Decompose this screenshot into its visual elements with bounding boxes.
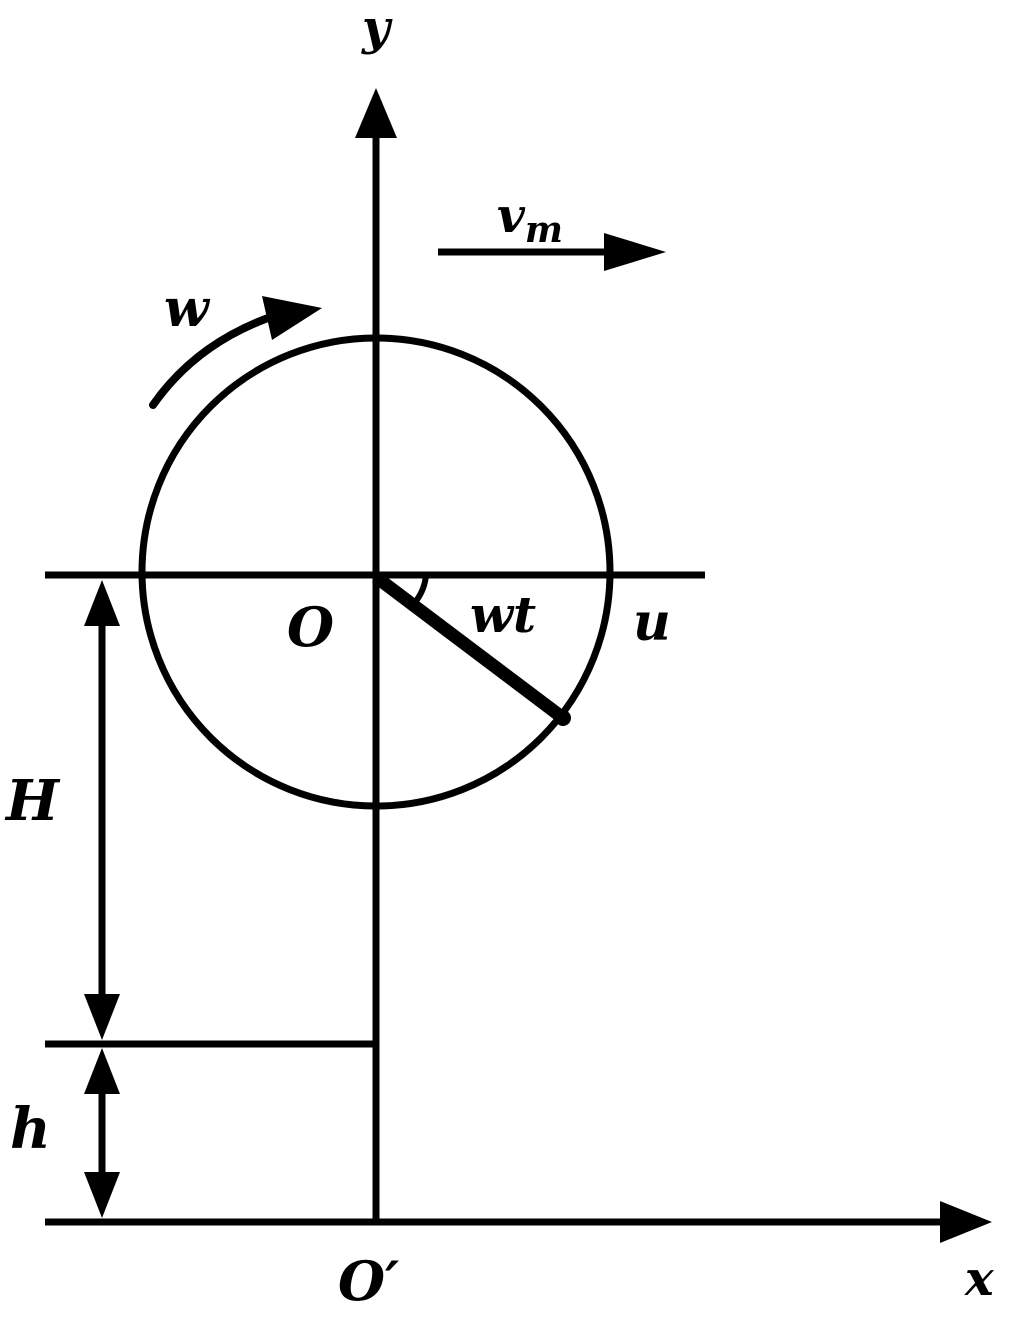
H-arrow-down [84, 994, 120, 1040]
h-arrow-up [84, 1048, 120, 1094]
height-H-label: H [4, 768, 61, 834]
y-axis-arrowhead [355, 88, 397, 138]
h-arrow-down [84, 1172, 120, 1218]
rotation-arrowhead [262, 296, 322, 340]
angle-arc [413, 574, 429, 603]
height-h-label: h [10, 1096, 51, 1162]
H-arrow-up [84, 580, 120, 626]
radius-endpoint [555, 710, 571, 726]
rotation-arc [149, 314, 272, 409]
angular-velocity-label: w [164, 278, 211, 339]
center-label: O [287, 595, 334, 659]
x-axis-label: x [964, 1251, 995, 1307]
y-axis-label: y [361, 0, 393, 56]
velocity-label: vm [497, 188, 563, 251]
origin-label: O′ [338, 1249, 399, 1313]
angle-label: wt [470, 585, 536, 644]
point-u-label: u [633, 592, 671, 653]
x-axis-arrowhead [940, 1201, 992, 1243]
rotor-circle [138, 334, 614, 810]
velocity-arrowhead [604, 233, 666, 271]
rotating-radius [372, 571, 567, 724]
